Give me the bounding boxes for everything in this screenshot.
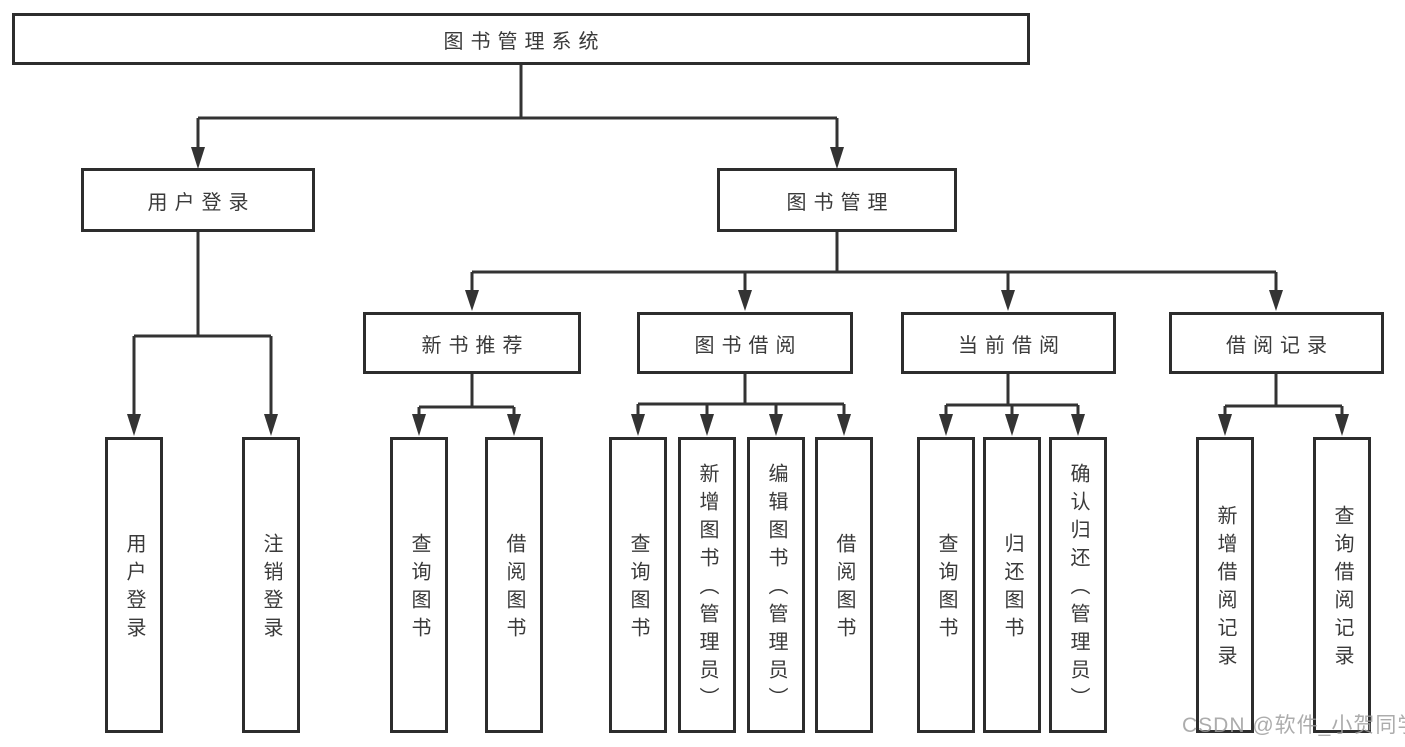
leaf-return-book: 归还图书 <box>983 437 1041 733</box>
leaf-query-borrow-record-label: 查询借阅记录 <box>1331 505 1353 673</box>
leaf-confirm-return-admin: 确认归还（管理员） <box>1049 437 1107 733</box>
node-root-label: 图书管理系统 <box>443 30 606 53</box>
leaf-edit-book-admin-label: 编辑图书（管理员） <box>765 463 787 715</box>
leaf-add-book-admin-label: 新增图书（管理员） <box>696 463 718 715</box>
leaf-query-book-3-label: 查询图书 <box>935 533 957 645</box>
csdn-watermark: CSDN @软件_小贺同学 <box>1182 714 1405 737</box>
leaf-query-book-1: 查询图书 <box>390 437 448 733</box>
node-current-borrow: 当前借阅 <box>901 312 1116 374</box>
node-book-mgmt: 图书管理 <box>717 168 957 232</box>
leaf-logout: 注销登录 <box>242 437 300 733</box>
node-user-login-label: 用户登录 <box>147 191 256 214</box>
node-book-borrow: 图书借阅 <box>637 312 853 374</box>
leaf-query-borrow-record: 查询借阅记录 <box>1313 437 1371 733</box>
leaf-confirm-return-admin-label: 确认归还（管理员） <box>1067 463 1089 715</box>
node-new-book-recommend-label: 新书推荐 <box>421 334 530 357</box>
node-borrow-records: 借阅记录 <box>1169 312 1384 374</box>
leaf-return-book-label: 归还图书 <box>1001 533 1023 645</box>
leaf-edit-book-admin: 编辑图书（管理员） <box>747 437 805 733</box>
node-user-login: 用户登录 <box>81 168 315 232</box>
leaf-logout-label: 注销登录 <box>260 533 282 645</box>
leaf-add-borrow-record-label: 新增借阅记录 <box>1214 505 1236 673</box>
leaf-user-login-label: 用户登录 <box>123 533 145 645</box>
leaf-borrow-book-2-label: 借阅图书 <box>833 533 855 645</box>
leaf-query-book-3: 查询图书 <box>917 437 975 733</box>
leaf-query-book-1-label: 查询图书 <box>408 533 430 645</box>
node-root-system: 图书管理系统 <box>12 13 1030 65</box>
node-book-borrow-label: 图书借阅 <box>694 334 803 357</box>
leaf-add-book-admin: 新增图书（管理员） <box>678 437 736 733</box>
leaf-borrow-book-1: 借阅图书 <box>485 437 543 733</box>
leaf-query-book-2-label: 查询图书 <box>627 533 649 645</box>
leaf-add-borrow-record: 新增借阅记录 <box>1196 437 1254 733</box>
node-new-book-recommend: 新书推荐 <box>363 312 581 374</box>
leaf-user-login: 用户登录 <box>105 437 163 733</box>
node-book-mgmt-label: 图书管理 <box>786 191 895 214</box>
node-borrow-records-label: 借阅记录 <box>1226 334 1334 357</box>
node-current-borrow-label: 当前借阅 <box>958 334 1066 357</box>
leaf-borrow-book-1-label: 借阅图书 <box>503 533 525 645</box>
leaf-borrow-book-2: 借阅图书 <box>815 437 873 733</box>
leaf-query-book-2: 查询图书 <box>609 437 667 733</box>
